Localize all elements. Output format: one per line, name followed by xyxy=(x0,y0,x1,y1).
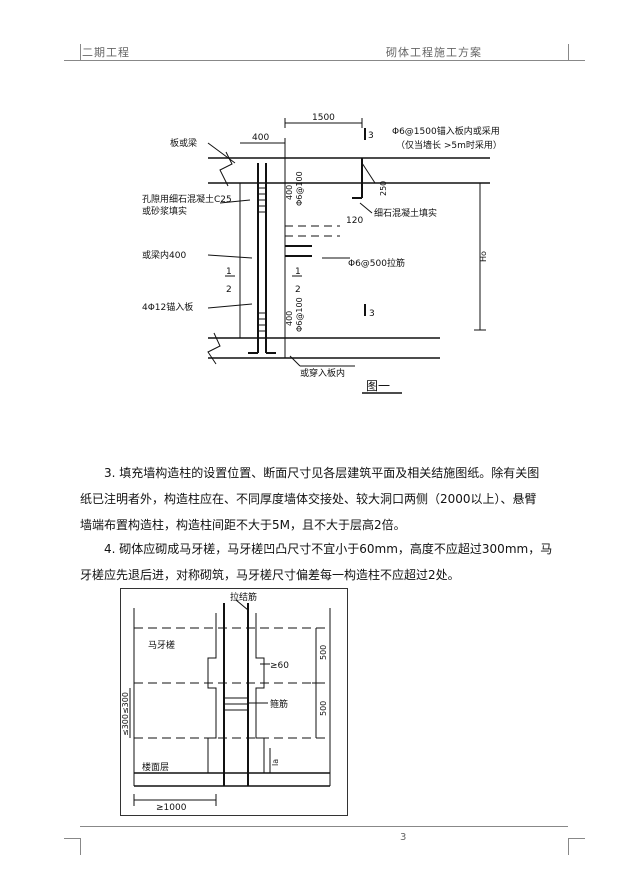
crop-mark-bottom-right xyxy=(568,838,585,855)
label-fine-concrete: 细石混凝土填实 xyxy=(374,207,437,219)
label-fill-note-1: 孔隙用细石混凝土C25 xyxy=(142,193,232,205)
label-fill-note-2: 或砂浆填实 xyxy=(142,205,187,217)
page-number: 3 xyxy=(400,832,407,843)
label-mayacha: 马牙槎 xyxy=(148,639,175,651)
label-beam-400: 或梁内400 xyxy=(142,249,186,261)
label-anchor-note-2: （仅当墙长 >5m时采用） xyxy=(396,139,500,151)
label-dim-1500: 1500 xyxy=(312,113,335,123)
figure-1-title: 图一 xyxy=(366,379,390,393)
label-6at100-bottom: Φ6@100 xyxy=(295,297,304,332)
paragraph-4-line-2: 牙槎应先退后进，对称砌筑，马牙槎尺寸偏差每一构造柱不应超过2处。 xyxy=(80,568,460,582)
label-dim-250: 250 xyxy=(379,181,388,196)
paragraph-4-line-1: 4. 砌体应砌成马牙槎，马牙槎凹凸尺寸不宜小于60mm，高度不应超过300mm，… xyxy=(104,542,553,556)
label-dim-400-top: 400 xyxy=(285,185,294,200)
crop-mark-bottom-left xyxy=(64,838,81,855)
label-section-3-bottom: 3 xyxy=(369,309,375,319)
header-document-title: 砌体工程施工方案 xyxy=(386,46,482,59)
paragraph-4: 4. 砌体应砌成马牙槎，马牙槎凹凸尺寸不宜小于60mm，高度不应超过300mm，… xyxy=(80,536,572,588)
label-section-3-top: 3 xyxy=(368,131,374,141)
label-insert-slab: 或穿入板内 xyxy=(300,367,345,379)
label-section-2-right: 2 xyxy=(295,285,301,295)
label-floor-layer: 楼面层 xyxy=(142,761,169,773)
crop-mark-top-right xyxy=(568,44,585,61)
crop-mark-top-left xyxy=(64,44,81,61)
label-dim-1000: ≥1000 xyxy=(156,803,187,813)
label-dim-400: 400 xyxy=(252,133,269,143)
label-dim-500-top: 500 xyxy=(319,645,328,660)
label-dim-400-bottom: 400 xyxy=(285,311,294,326)
paragraph-3: 3. 填充墙构造柱的设置位置、断面尺寸见各层建筑平面及相关结施图纸。除有关图 纸… xyxy=(80,460,572,538)
label-slab: 板或梁 xyxy=(170,137,197,149)
label-section-2-left: 2 xyxy=(226,285,232,295)
label-ho: Ho xyxy=(479,251,488,262)
label-dim-500-bottom: 500 xyxy=(319,701,328,716)
label-6at100-top: Φ6@100 xyxy=(295,171,304,206)
label-la: la xyxy=(271,759,280,766)
label-tie-bar: Φ6@500拉筋 xyxy=(348,257,405,269)
label-section-1-right: 1 xyxy=(295,267,301,277)
label-range-300: ≤300≤300 xyxy=(121,692,130,736)
label-stirrup: 箍筋 xyxy=(270,698,288,710)
paragraph-3-line-1: 3. 填充墙构造柱的设置位置、断面尺寸见各层建筑平面及相关结施图纸。除有关图 xyxy=(104,466,540,480)
label-anchor-4phi12: 4Φ12锚入板 xyxy=(142,301,193,313)
paragraph-3-line-2: 纸已注明者外，构造柱应在、不同厚度墙体交接处、较大洞口两侧（2000以上）、悬臂 xyxy=(80,492,537,506)
label-dim-60: ≥60 xyxy=(270,661,289,671)
label-anchor-note-1: Φ6@1500锚入板内或采用预埋件 xyxy=(392,125,500,137)
header-rule xyxy=(80,60,568,61)
paragraph-3-line-3: 墙端布置构造柱，构造柱间距不大于5M，且不大于层高2倍。 xyxy=(80,518,406,532)
label-tie-bar: 拉结筋 xyxy=(230,591,257,603)
header-project-name: 二期工程 xyxy=(82,46,130,59)
label-section-1-left: 1 xyxy=(226,267,232,277)
footer-rule xyxy=(80,826,568,827)
label-dim-120: 120 xyxy=(346,216,363,226)
figure-2-drawing: 拉结筋 马牙槎 ≥60 箍筋 楼面层 ≥1000 500 500 ≤300≤30… xyxy=(120,588,348,816)
figure-1-drawing: 板或梁 400 1500 3 Φ6@1500锚入板内或采用预埋件 （仅当墙长 >… xyxy=(142,113,500,394)
